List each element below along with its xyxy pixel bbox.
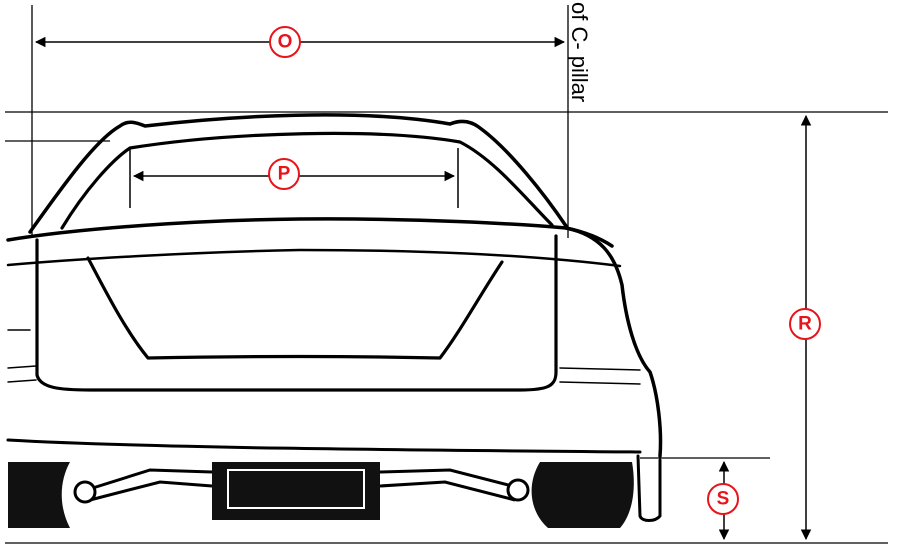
underbody <box>8 462 634 528</box>
left-hub <box>73 480 97 504</box>
label-p-text: P <box>278 164 291 185</box>
right-side-detail <box>559 367 641 385</box>
axle-right <box>379 468 521 502</box>
label-o-circle <box>269 26 301 58</box>
exhaust-detail <box>227 469 365 509</box>
exhaust-muffler <box>212 462 380 520</box>
label-p: P <box>268 158 300 190</box>
left-rear-tire <box>8 462 70 528</box>
label-s-circle <box>707 483 739 515</box>
label-s: S <box>707 483 739 515</box>
mudflap <box>636 454 662 522</box>
c-pillar-note: of C- pillar <box>567 2 592 102</box>
label-p-circle <box>268 158 300 190</box>
reference-lines <box>5 5 888 544</box>
trunk-lid-lower <box>6 248 622 268</box>
right-hub <box>506 478 530 502</box>
left-side-detail <box>7 329 37 383</box>
trunk-body <box>35 234 558 392</box>
label-o-text: O <box>278 32 293 53</box>
axle-left <box>79 468 213 502</box>
rear-window <box>60 131 554 230</box>
label-r: R <box>789 308 821 340</box>
trunk-lid <box>6 217 614 248</box>
dimension-arrows <box>34 36 812 541</box>
bumper <box>6 438 642 454</box>
label-s-text: S <box>717 489 730 510</box>
car-rear-outline <box>6 113 663 522</box>
roofline <box>28 113 568 234</box>
right-quarter-panel <box>564 226 663 458</box>
label-r-text: R <box>798 314 812 335</box>
plate-recess <box>86 256 504 360</box>
label-o: O <box>269 26 301 58</box>
label-r-circle <box>789 308 821 340</box>
right-rear-tire <box>531 462 634 528</box>
